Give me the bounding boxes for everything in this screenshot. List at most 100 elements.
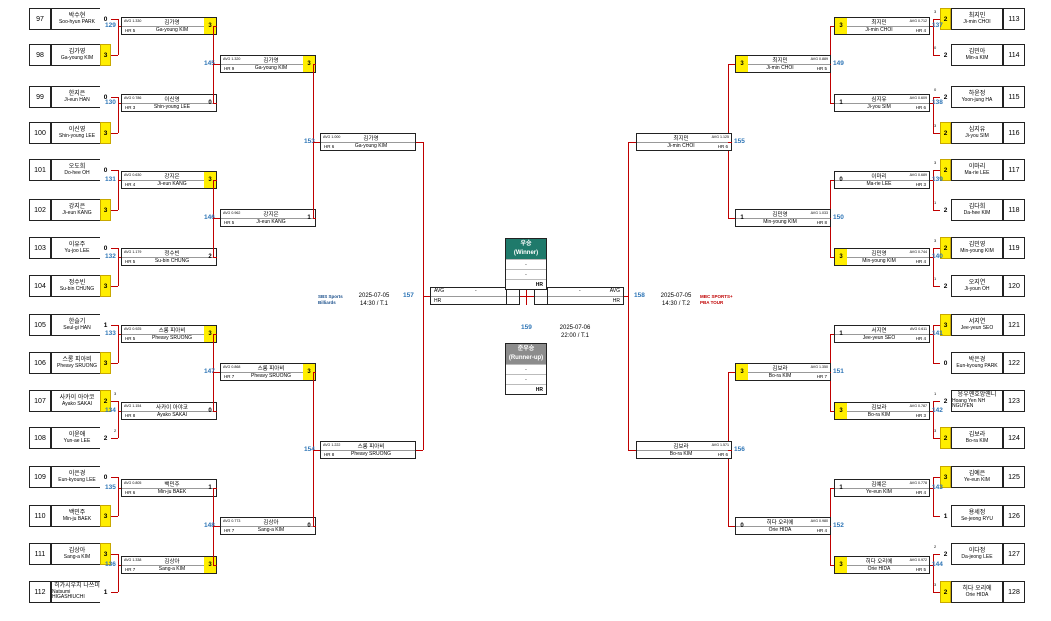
bracket-line — [830, 410, 834, 412]
bracket-line — [111, 285, 118, 287]
set-score: 3 — [934, 160, 937, 165]
seed-number-text: 122 — [1008, 359, 1020, 367]
player-score: 2 — [100, 427, 111, 449]
player-name-english: Ma-rie LEE — [964, 169, 990, 176]
schedule-date: 2025-07-05 — [358, 293, 390, 299]
seed-number-text: 99 — [36, 93, 44, 101]
player-score-text: 3 — [103, 129, 108, 137]
player-score: 2 — [940, 159, 951, 181]
player-score: 2 — [100, 390, 111, 412]
match-number: 138 — [932, 99, 943, 106]
final-divider — [431, 296, 519, 297]
player-name-english: Soo-hyun PARK — [58, 18, 96, 25]
award-header: 우승(Winner) — [506, 239, 546, 259]
final-avg: AVG — [609, 288, 620, 294]
match-number: 131 — [105, 176, 116, 183]
player-score-text: 3 — [103, 359, 108, 367]
seed-number-text: 101 — [34, 166, 46, 174]
match-player-korean: 김민영 — [772, 212, 788, 218]
match-avg: AVG 1.330 — [124, 19, 142, 23]
player-name-korean: 김상아 — [68, 547, 86, 554]
bracket-line — [111, 132, 118, 134]
seed-number-text: 105 — [34, 321, 46, 329]
player-score: 2 — [940, 237, 951, 259]
match-score: 1 — [307, 215, 311, 221]
match-avg: AVG 0.630 — [124, 173, 142, 177]
match-hr: HR 8 — [125, 413, 136, 418]
player-score-text: 2 — [943, 244, 948, 252]
bracket-line — [624, 295, 628, 297]
bracket-line — [313, 371, 316, 373]
match-score: 0 — [208, 408, 212, 414]
seed-number: 123 — [1003, 390, 1025, 412]
player-score: 3 — [100, 543, 111, 565]
match-avg: AVG 0.962 — [223, 211, 241, 215]
match-score: 3 — [736, 364, 748, 380]
bracket-line — [111, 324, 118, 326]
bracket-line — [933, 324, 940, 326]
